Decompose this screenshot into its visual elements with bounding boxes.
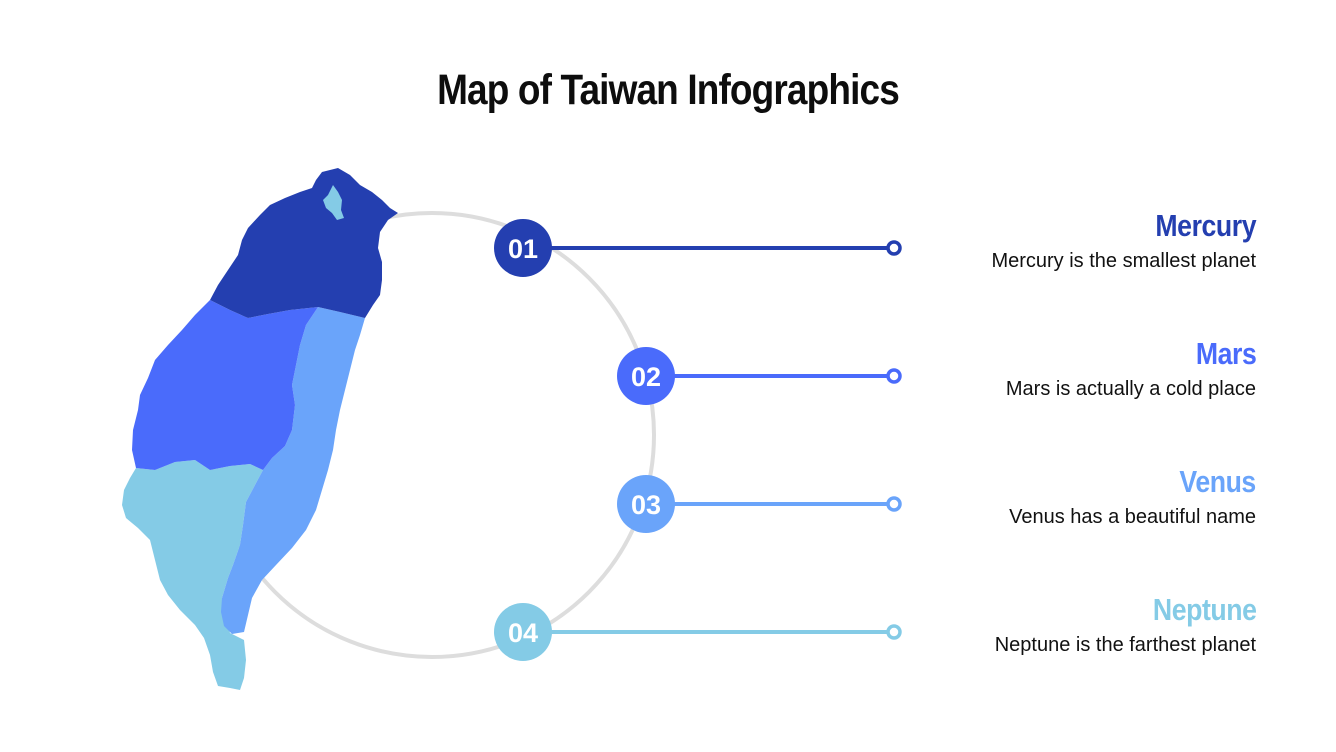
badge-01: 01 [494,219,552,277]
badge-number-04: 04 [508,618,538,648]
connectors [548,240,902,640]
item-description: Neptune is the farthest planet [994,634,1256,656]
item-title: Venus [1179,464,1257,499]
map-region-south [122,460,263,690]
item-mercury: Mercury Mercury is the smallest planet [856,208,1256,274]
badge-number-03: 03 [631,490,661,520]
badge-04: 04 [494,603,552,661]
item-neptune: Neptune Neptune is the farthest planet [856,592,1257,658]
slide-title: Map of Taiwan Infographics [437,66,900,114]
connector-end-02 [886,368,902,384]
item-title: Mercury [1155,208,1256,243]
item-description: Mercury is the smallest planet [991,250,1256,272]
map-region-taipei [323,185,344,220]
item-mars: Mars Mars is actually a cold place [856,336,1257,402]
connector-end-03 [886,496,902,512]
connector-end-04 [886,624,902,640]
map-region-central-west [132,300,318,470]
item-title: Neptune [1152,592,1256,627]
map-region-east [221,307,365,634]
connector-end-01 [886,240,902,256]
badge-number-02: 02 [631,362,661,392]
item-title: Mars [1195,336,1256,371]
badge-number-01: 01 [508,234,538,264]
item-venus: Venus Venus has a beautiful name [856,464,1256,530]
map-region-north [210,168,398,318]
item-description: Mars is actually a cold place [1005,378,1256,400]
taiwan-map [122,168,398,690]
badge-03: 03 [617,475,675,533]
badge-02: 02 [617,347,675,405]
item-description: Venus has a beautiful name [1009,506,1256,528]
